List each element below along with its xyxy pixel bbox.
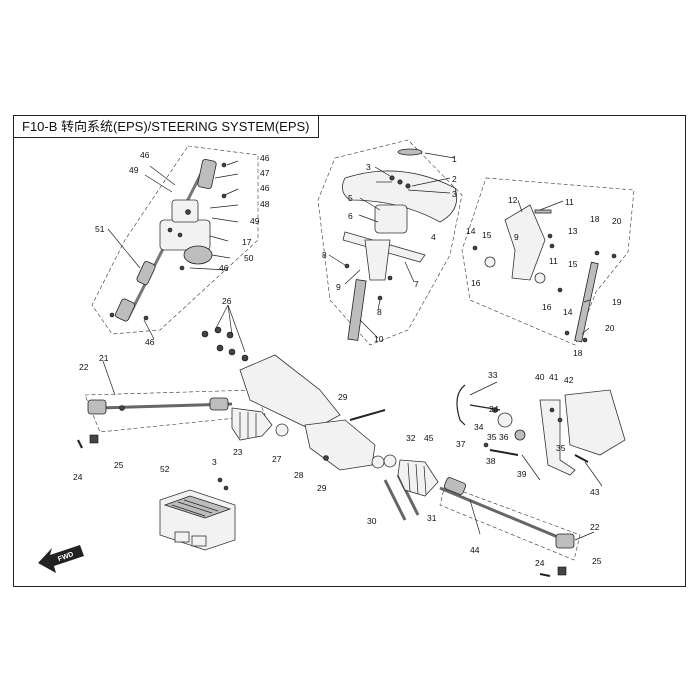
callout-10: 10 [374,334,384,344]
callout-47: 47 [260,168,270,178]
callout-21: 21 [99,353,109,363]
callout-24: 24 [535,558,545,568]
callout-22: 22 [590,522,600,532]
callout-4: 4 [431,232,436,242]
forward-arrow-icon: FWD [38,545,84,573]
tilt-bracket-group-outline [461,177,635,346]
callout-48: 48 [260,199,270,209]
callout-34: 34 [474,422,484,432]
callout-20: 20 [612,216,622,226]
callout-39: 39 [517,469,527,479]
callout-51: 51 [95,224,105,234]
callout-31: 31 [427,513,437,523]
callout-35: 35 [556,443,566,453]
callout-5: 5 [348,193,353,203]
callout-35: 35 [487,432,497,442]
rack-boot-right [383,454,439,497]
eps-controller [159,477,236,551]
callout-24: 24 [489,404,499,414]
callout-27: 27 [272,454,282,464]
steering-wheel [342,148,458,341]
callout-12: 12 [508,195,518,205]
callout-42: 42 [564,375,574,385]
tie-rod-right-group-outline [439,484,581,561]
tie-rod-right [439,477,575,577]
callout-32: 32 [406,433,416,443]
callout-3: 3 [366,162,371,172]
callout-9: 9 [336,282,341,292]
callout-16: 16 [471,278,481,288]
callout-37: 37 [456,439,466,449]
callout-50: 50 [244,253,254,263]
callout-22: 22 [79,362,89,372]
callout-15: 15 [482,230,492,240]
callout-16: 16 [542,302,552,312]
callout-8: 8 [377,307,382,317]
callout-49: 49 [129,165,139,175]
callout-11: 11 [565,197,574,207]
diagram-frame [13,115,686,587]
callout-14: 14 [466,226,476,236]
callout-46: 46 [219,263,229,273]
callout-43: 43 [590,487,600,497]
callout-46: 46 [260,153,270,163]
callout-18: 18 [573,348,583,358]
callout-45: 45 [424,433,434,443]
callout-46: 46 [140,150,150,160]
steering-column-group-outline [91,145,259,335]
callout-40: 40 [535,372,545,382]
callout-25: 25 [114,460,124,470]
tie-rod-left-group-outline [84,389,266,433]
callout-9: 9 [514,232,519,242]
callout-25: 25 [592,556,602,566]
callout-3: 3 [212,457,217,467]
callout-38: 38 [486,456,496,466]
callout-23: 23 [233,447,243,457]
callout-7: 7 [414,279,419,289]
callout-46: 46 [260,183,270,193]
callout-14: 14 [563,307,573,317]
callout-1: 1 [452,154,457,164]
torque-sensor-linkage [456,384,626,476]
callout-13: 13 [568,226,578,236]
callout-49: 49 [250,216,260,226]
tie-rod-left [77,397,233,449]
rack-boot-left [231,407,289,441]
callout-30: 30 [367,516,377,526]
callout-24: 24 [73,472,83,482]
callout-44: 44 [470,545,480,555]
callout-46: 46 [145,337,155,347]
callout-numbers: 1 2 3 3 4 5 6 7 8 8 9 9 10 11 11 12 13 1… [73,150,622,568]
callout-18: 18 [590,214,600,224]
callout-29: 29 [338,392,348,402]
callout-3: 3 [452,189,457,199]
callout-20: 20 [605,323,615,333]
callout-26: 26 [222,296,232,306]
callout-6: 6 [348,211,353,221]
callout-leaders [102,152,603,541]
callout-11: 11 [549,256,558,266]
eps-motor-assembly [109,162,227,321]
tilt-bracket-assembly [472,204,617,343]
callout-2: 2 [452,174,457,184]
callout-15: 15 [568,259,578,269]
callout-19: 19 [612,297,622,307]
callout-41: 41 [549,372,559,382]
steering-wheel-group-outline [317,139,463,346]
page-title: F10-B 转向系统(EPS)/STEERING SYSTEM(EPS) [13,115,319,138]
callout-8: 8 [322,250,327,260]
callout-28: 28 [294,470,304,480]
steering-gear-bracket [201,326,341,431]
callout-33: 33 [488,370,498,380]
callout-36: 36 [499,432,509,442]
callout-29: 29 [317,483,327,493]
callout-17: 17 [242,237,252,247]
callout-52: 52 [160,464,170,474]
